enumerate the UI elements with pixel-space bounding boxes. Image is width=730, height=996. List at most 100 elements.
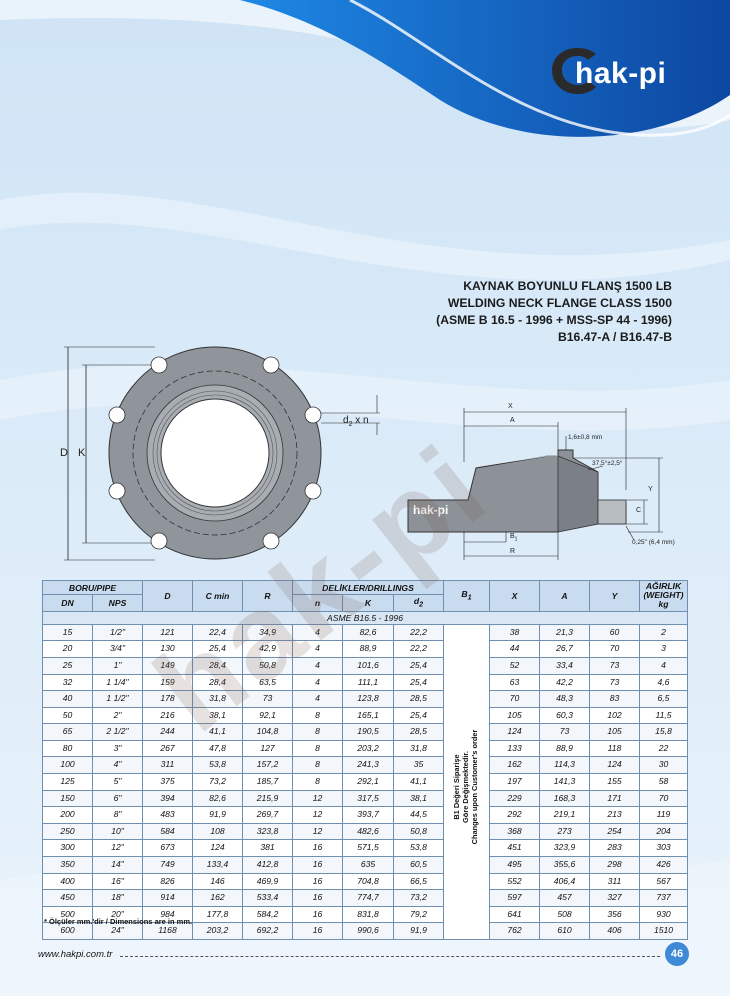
cell-weight: 30 xyxy=(639,756,688,775)
cell-d2: 22,2 xyxy=(393,640,444,658)
cell-d2: 53,8 xyxy=(393,839,444,858)
cell-x: 197 xyxy=(489,773,540,791)
cell-y: 83 xyxy=(589,690,640,708)
cell-d2: 50,8 xyxy=(393,822,444,841)
cell-k: 82,6 xyxy=(342,623,394,642)
cell-d2: 44,5 xyxy=(393,806,444,824)
cell-a: 88,9 xyxy=(539,739,590,758)
cell-dn: 450 xyxy=(42,889,93,907)
cell-weight: 70 xyxy=(639,789,688,808)
title-line-standard-2: B16.47-A / B16.47-B xyxy=(557,330,672,344)
cell-cmin: 82,6 xyxy=(192,789,243,808)
cell-x: 162 xyxy=(489,756,540,775)
section-logo-text: hak-pi xyxy=(413,503,449,517)
cell-cmin: 133,4 xyxy=(192,856,243,874)
cell-dn: 15 xyxy=(42,623,93,642)
cell-n: 16 xyxy=(292,856,343,874)
cell-dn: 125 xyxy=(42,773,93,791)
cell-r: 157,2 xyxy=(242,756,293,775)
cell-nps: 1 1/2" xyxy=(92,690,143,708)
cell-n: 8 xyxy=(292,739,343,758)
th-Cmin: C min xyxy=(192,580,243,612)
cell-nps: 3/4" xyxy=(92,640,143,658)
cell-a: 168,3 xyxy=(539,789,590,808)
cell-dn: 25 xyxy=(42,656,93,675)
th-DN: DN xyxy=(42,594,93,612)
cell-d2: 60,5 xyxy=(393,856,444,874)
cell-d: 749 xyxy=(142,856,193,874)
cell-k: 704,8 xyxy=(342,872,394,891)
cell-d2: 73,2 xyxy=(393,889,444,907)
cell-x: 762 xyxy=(489,922,540,940)
cell-k: 635 xyxy=(342,856,394,874)
cell-weight: 737 xyxy=(639,889,688,907)
cell-r: 412,8 xyxy=(242,856,293,874)
cell-n: 12 xyxy=(292,822,343,841)
cell-dn: 250 xyxy=(42,822,93,841)
cell-n: 4 xyxy=(292,656,343,675)
cell-nps: 1" xyxy=(92,656,143,675)
cell-nps: 14" xyxy=(92,856,143,874)
cell-d: 178 xyxy=(142,690,193,708)
dim-label-X: X xyxy=(508,403,513,410)
dimensions-table: BORU/PIPE D C min R DELİKLER/DRILLINGS B… xyxy=(42,580,688,941)
cell-cmin: 91,9 xyxy=(192,806,243,824)
cell-nps: 20" xyxy=(92,905,143,924)
cell-n: 8 xyxy=(292,706,343,725)
cell-r: 584,2 xyxy=(242,905,293,924)
cell-k: 101,6 xyxy=(342,656,394,675)
cell-cmin: 38,1 xyxy=(192,706,243,725)
b1-note: B1 Değeri Siparişe Göre Değişmektedir. C… xyxy=(452,730,479,845)
cell-nps: 16" xyxy=(92,872,143,891)
cell-a: 33,4 xyxy=(539,656,590,675)
cell-a: 406,4 xyxy=(539,872,590,891)
cell-d2: 28,5 xyxy=(393,723,444,741)
cell-k: 123,8 xyxy=(342,690,394,708)
cell-cmin: 124 xyxy=(192,839,243,858)
cell-k: 393,7 xyxy=(342,806,394,824)
title-line-en: WELDING NECK FLANGE CLASS 1500 xyxy=(447,296,672,310)
cell-n: 4 xyxy=(292,673,343,692)
cell-r: 215,9 xyxy=(242,789,293,808)
title-line-tr: KAYNAK BOYUNLU FLANŞ 1500 LB xyxy=(463,279,672,293)
cell-y: 73 xyxy=(589,656,640,675)
cell-r: 73 xyxy=(242,690,293,708)
dim-label-A: A xyxy=(510,417,515,424)
th-D: D xyxy=(142,580,193,612)
cell-dn: 200 xyxy=(42,806,93,824)
th-d2-d: d xyxy=(413,596,420,606)
cell-d: 267 xyxy=(142,739,193,758)
cell-dn: 150 xyxy=(42,789,93,808)
cell-nps: 3" xyxy=(92,739,143,758)
cell-d: 130 xyxy=(142,640,193,658)
cell-dn: 300 xyxy=(42,839,93,858)
cell-d: 216 xyxy=(142,706,193,725)
cell-nps: 12" xyxy=(92,839,143,858)
cell-y: 406 xyxy=(589,922,640,940)
cell-nps: 10" xyxy=(92,822,143,841)
cell-y: 311 xyxy=(589,872,640,891)
cell-cmin: 162 xyxy=(192,889,243,907)
th-drillings: DELİKLER/DRILLINGS xyxy=(292,580,444,595)
cell-cmin: 47,8 xyxy=(192,739,243,758)
cell-r: 533,4 xyxy=(242,889,293,907)
dim-label-B1-b: B xyxy=(510,533,515,540)
cell-y: 70 xyxy=(589,640,640,658)
cell-dn: 50 xyxy=(42,706,93,725)
cell-weight: 22 xyxy=(639,739,688,758)
cell-cmin: 41,1 xyxy=(192,723,243,741)
cell-d: 159 xyxy=(142,673,193,692)
cell-nps: 24" xyxy=(92,922,143,940)
th-X: X xyxy=(489,580,540,612)
cell-nps: 2" xyxy=(92,706,143,725)
cell-d: 121 xyxy=(142,623,193,642)
cell-k: 774,7 xyxy=(342,889,394,907)
website-link[interactable]: www.hakpi.com.tr xyxy=(38,949,113,960)
cell-d2: 41,1 xyxy=(393,773,444,791)
cell-a: 73 xyxy=(539,723,590,741)
cell-cmin: 177,8 xyxy=(192,905,243,924)
cell-a: 219,1 xyxy=(539,806,590,824)
